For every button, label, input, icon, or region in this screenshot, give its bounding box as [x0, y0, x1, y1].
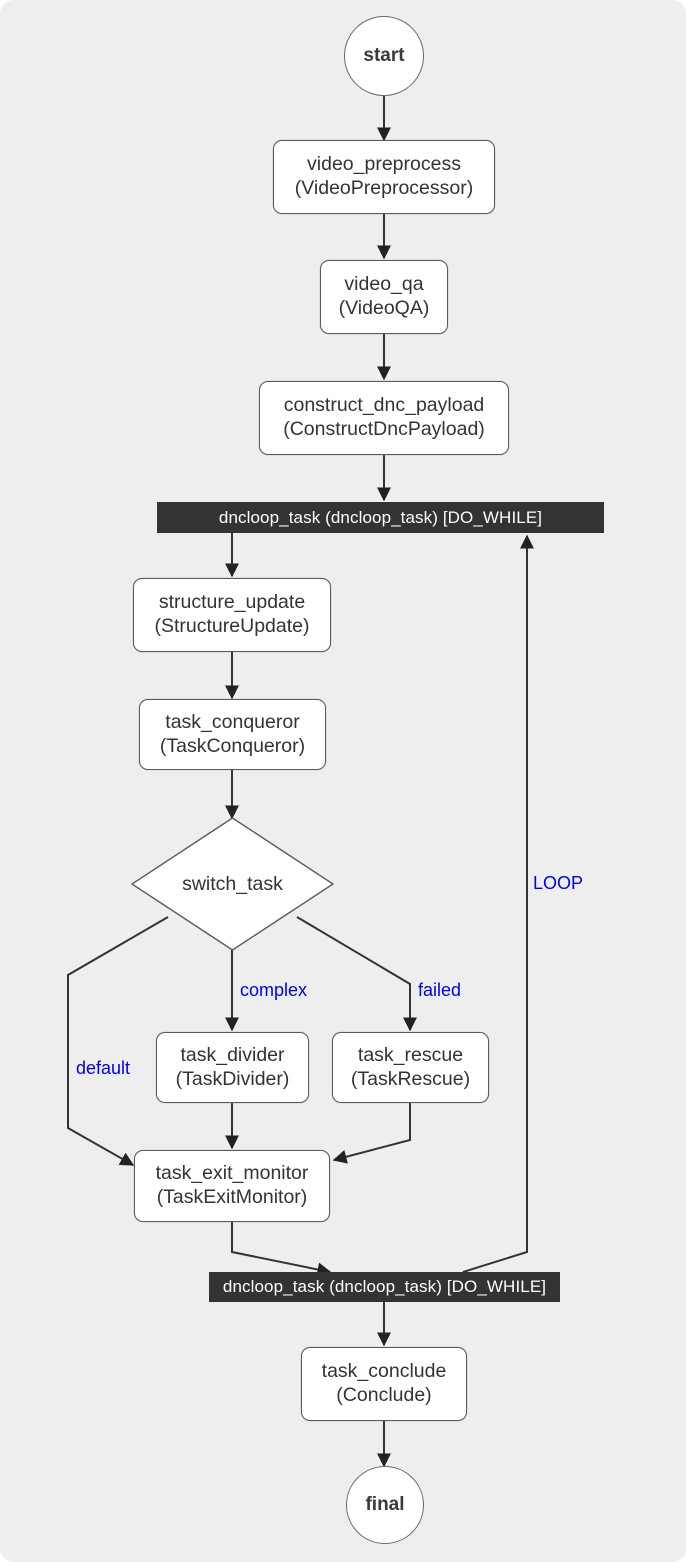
node-task-conqueror-line1: task_conqueror — [165, 710, 300, 733]
node-final[interactable]: final — [346, 1466, 424, 1544]
node-structure-update-line1: structure_update — [158, 591, 306, 614]
node-structure-update[interactable]: structure_update (StructureUpdate) — [133, 578, 331, 652]
loop-bar-top[interactable]: dncloop_task (dncloop_task) [DO_WHILE] — [157, 502, 604, 533]
node-task-conclude[interactable]: task_conclude (Conclude) — [301, 1347, 467, 1421]
node-video-qa-line2: (VideoQA) — [338, 297, 430, 319]
node-task-divider-line1: task_divider — [180, 1043, 285, 1066]
node-task-exit-monitor-line1: task_exit_monitor — [155, 1162, 309, 1185]
loop-bar-bottom[interactable]: dncloop_task (dncloop_task) [DO_WHILE] — [209, 1272, 560, 1302]
node-task-rescue-line2: (TaskRescue) — [350, 1067, 471, 1090]
node-construct-dnc-payload-line2: (ConstructDncPayload) — [283, 418, 485, 440]
node-video-qa[interactable]: video_qa (VideoQA) — [320, 260, 448, 334]
loop-bar-bottom-label: dncloop_task (dncloop_task) [DO_WHILE] — [222, 1277, 547, 1296]
node-task-conqueror[interactable]: task_conqueror (TaskConqueror) — [139, 699, 326, 770]
edge-loop-back — [462, 534, 534, 1273]
node-task-rescue-line1: task_rescue — [357, 1043, 464, 1066]
edge-label-complex: complex — [240, 980, 308, 1000]
node-start-label: start — [363, 45, 405, 67]
node-task-exit-monitor-line2: (TaskExitMonitor) — [156, 1186, 308, 1208]
node-task-divider-line2: (TaskDivider) — [175, 1067, 290, 1090]
node-video-preprocess-line2: (VideoPreprocessor) — [294, 177, 474, 199]
edge-label-failed: failed — [418, 980, 462, 1000]
node-video-preprocess[interactable]: video_preprocess (VideoPreprocessor) — [273, 140, 495, 214]
edge-switch-default-to-task-exit-monitor — [67, 916, 169, 1166]
node-construct-dnc-payload-line1: construct_dnc_payload — [283, 394, 485, 417]
switch-task-diamond-shape — [130, 817, 335, 951]
node-video-qa-line1: video_qa — [344, 273, 424, 296]
node-task-conclude-line2: (Conclude) — [336, 1384, 432, 1406]
node-final-label: final — [365, 1494, 405, 1516]
node-switch-task[interactable]: switch_task — [130, 817, 335, 951]
node-task-divider[interactable]: task_divider (TaskDivider) — [156, 1032, 309, 1103]
edge-label-loop: LOOP — [533, 873, 584, 893]
edge-task-exit-monitor-to-loop-bottom — [231, 1222, 332, 1277]
edge-task-rescue-to-task-exit-monitor — [332, 1103, 411, 1164]
node-task-conqueror-line2: (TaskConqueror) — [159, 734, 306, 757]
node-structure-update-line2: (StructureUpdate) — [154, 615, 310, 637]
node-task-rescue[interactable]: task_rescue (TaskRescue) — [332, 1032, 489, 1103]
node-start[interactable]: start — [344, 16, 424, 96]
node-task-exit-monitor[interactable]: task_exit_monitor (TaskExitMonitor) — [134, 1150, 330, 1222]
node-switch-task-label: switch_task — [182, 873, 283, 895]
edge-label-default: default — [76, 1058, 131, 1078]
node-task-conclude-line1: task_conclude — [321, 1360, 447, 1383]
loop-bar-top-label: dncloop_task (dncloop_task) [DO_WHILE] — [218, 507, 543, 527]
node-video-preprocess-line1: video_preprocess — [307, 153, 461, 176]
node-construct-dnc-payload[interactable]: construct_dnc_payload (ConstructDncPaylo… — [259, 381, 509, 455]
